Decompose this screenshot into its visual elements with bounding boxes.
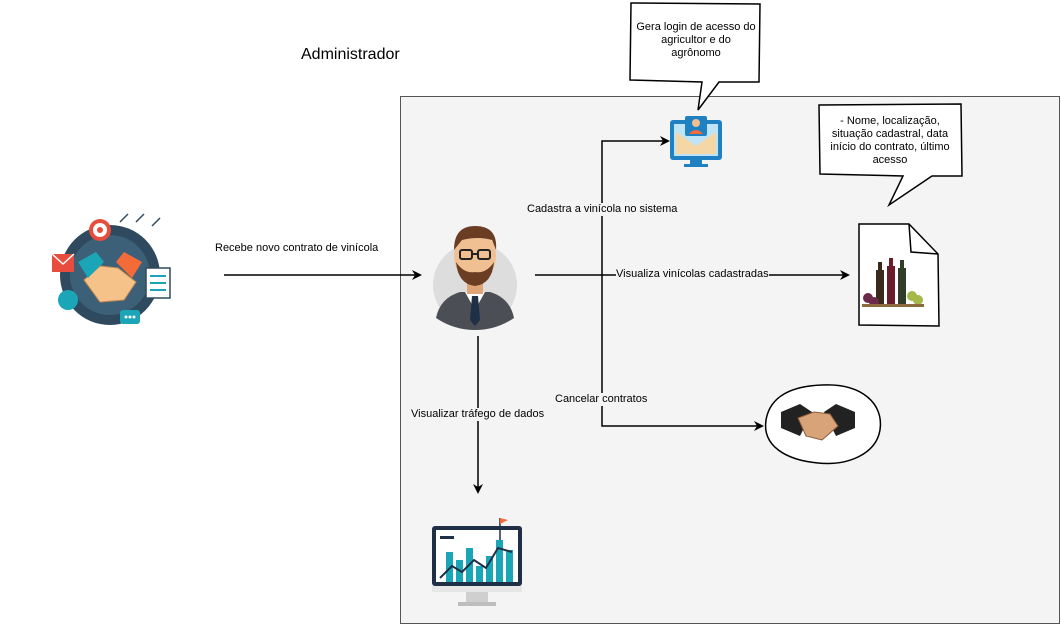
wine-document-icon bbox=[858, 223, 940, 327]
diagram-title: Administrador bbox=[301, 46, 400, 63]
edge-label-receive-contract: Recebe novo contrato de vinícola bbox=[215, 242, 379, 255]
analytics-monitor-icon bbox=[432, 518, 522, 606]
handshake-icon bbox=[764, 384, 882, 465]
edge-cancel-contracts bbox=[601, 275, 764, 431]
edge-label-view-wineries: Visualiza vinícolas cadastradas bbox=[616, 268, 769, 281]
edge-label-view-traffic: Visualizar tráfego de dados bbox=[411, 408, 545, 421]
callout-winery-text: - Nome, localização, situação cadastral,… bbox=[830, 115, 950, 166]
edge-label-cancel-contracts: Cancelar contratos bbox=[555, 393, 648, 406]
administrator-avatar-icon bbox=[433, 226, 517, 330]
callout-winery-shape bbox=[818, 103, 963, 208]
callout-login-text: Gera login de acesso do agricultor e do … bbox=[636, 21, 756, 59]
edge-label-register-winery: Cadastra a vinícola no sistema bbox=[527, 203, 678, 216]
computer-user-icon bbox=[670, 116, 722, 167]
handshake-business-icon bbox=[51, 213, 171, 325]
callout-login-shape bbox=[629, 2, 761, 111]
